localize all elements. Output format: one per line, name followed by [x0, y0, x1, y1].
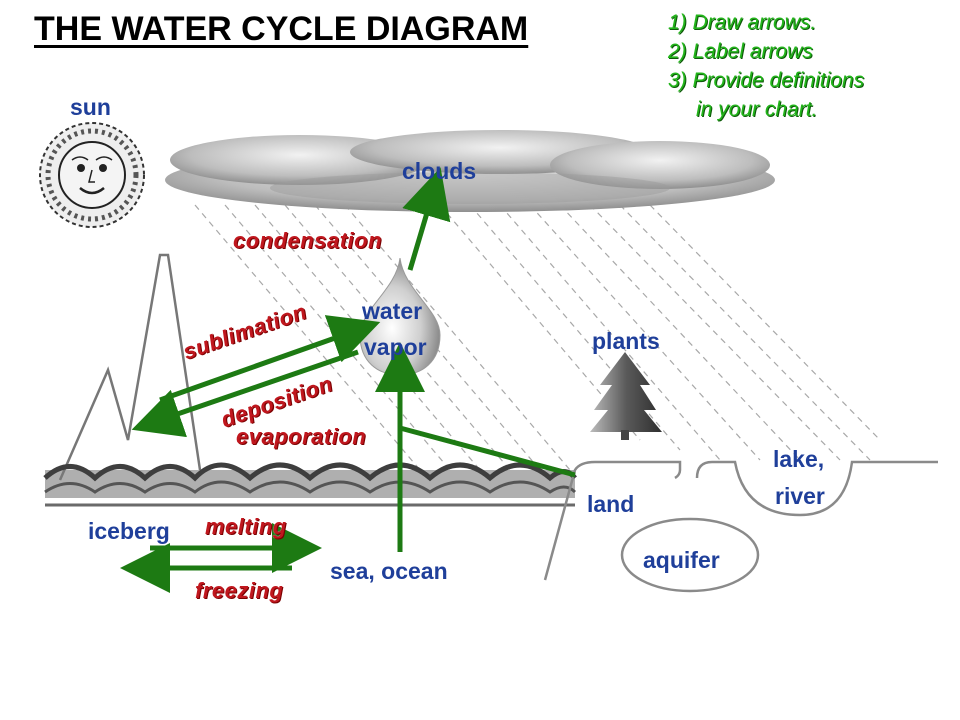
label-clouds: clouds [402, 158, 477, 184]
page-title: THE WATER CYCLE DIAGRAM [34, 10, 529, 48]
deposition-arrow [131, 349, 359, 438]
label-condensation: condensation [233, 228, 383, 253]
label-evaporation: evaporation [236, 424, 367, 449]
tree-icon [590, 352, 662, 440]
label-lake-river-2: river [775, 483, 825, 509]
label-land: land [587, 491, 635, 517]
cloud-shape [165, 130, 775, 212]
land-outline [543, 460, 938, 593]
ocean-waves [43, 462, 577, 507]
label-water-vapor-2: vapor [364, 334, 427, 360]
label-lake-river-1: lake, [773, 446, 825, 472]
instruction-2: 2) Label arrows [668, 40, 813, 63]
sun-icon [39, 122, 145, 228]
sublimation-arrow [159, 315, 381, 403]
evaporation-land-line [399, 425, 576, 478]
label-sun: sun [70, 94, 111, 120]
label-melting: melting [205, 514, 287, 539]
label-sea-ocean: sea, ocean [330, 558, 448, 584]
label-aquifer: aquifer [643, 547, 720, 573]
instruction-3: 3) Provide definitions [668, 69, 865, 92]
label-iceberg: iceberg [88, 518, 170, 544]
process-arrows [120, 167, 576, 593]
label-freezing: freezing [195, 578, 284, 603]
instruction-4: in your chart. [696, 98, 818, 121]
condensation-arrow [402, 167, 451, 271]
label-water-vapor-1: water [362, 298, 423, 324]
instructions: 1) Draw arrows. 2) Label arrows 3) Provi… [668, 8, 864, 124]
instruction-1: 1) Draw arrows. [668, 11, 817, 34]
label-plants: plants [592, 328, 660, 354]
iceberg-shape [58, 253, 202, 481]
